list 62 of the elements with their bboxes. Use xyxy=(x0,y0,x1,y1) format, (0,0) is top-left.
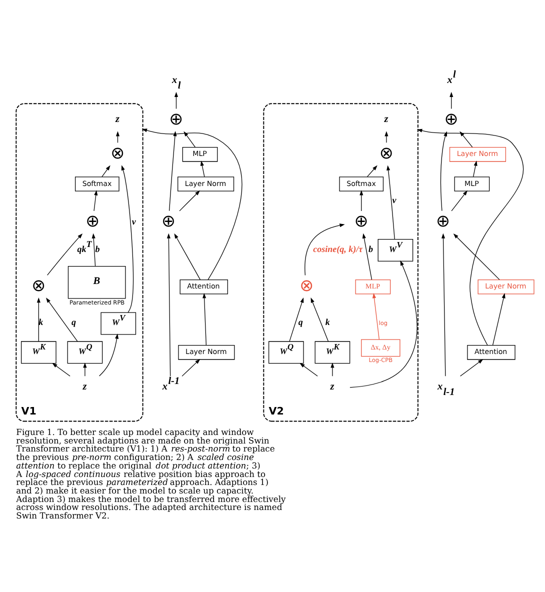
node-text: ⊗ xyxy=(32,274,46,294)
arrow xyxy=(182,358,200,376)
node-text: ⊕ xyxy=(436,210,450,230)
arrow xyxy=(200,160,205,177)
arrow xyxy=(99,333,119,376)
arrow xyxy=(441,232,446,376)
node-text: z xyxy=(115,114,120,125)
arrow xyxy=(52,362,70,376)
arrow xyxy=(330,362,334,376)
arrow xyxy=(202,292,206,345)
edge-label: k xyxy=(325,316,330,327)
arrow xyxy=(492,292,506,345)
arrow xyxy=(417,128,524,345)
edge-label: q xyxy=(298,316,303,327)
edge-label: b xyxy=(95,243,100,254)
arrow xyxy=(83,362,87,376)
node-text: ⊕ xyxy=(354,210,368,230)
node-text: ⊗ xyxy=(379,142,394,162)
node-text: ⊕ xyxy=(444,108,458,128)
edge-label: v xyxy=(392,194,396,204)
arrow xyxy=(386,164,395,240)
arrow xyxy=(300,362,318,376)
arrow xyxy=(450,91,454,109)
node-text: ⊕ xyxy=(161,210,176,230)
node-text: ⊕ xyxy=(169,108,184,128)
arrow xyxy=(360,190,364,211)
arrow xyxy=(289,297,304,342)
arrow xyxy=(166,232,171,376)
arrow xyxy=(453,233,500,280)
arrow xyxy=(46,297,78,342)
node-text: ⊗ xyxy=(300,274,314,294)
node-text: z xyxy=(384,114,388,125)
arrow xyxy=(174,91,178,109)
arrow xyxy=(440,130,448,211)
arrow xyxy=(460,358,484,376)
edge-label: v xyxy=(132,216,136,226)
arrow xyxy=(102,164,110,177)
arrow xyxy=(92,232,96,266)
arrow xyxy=(362,232,372,280)
arrow xyxy=(372,292,380,340)
arrow xyxy=(304,223,345,276)
node-text: ⊕ xyxy=(86,210,100,230)
arrow xyxy=(184,130,196,147)
arrow xyxy=(174,232,201,280)
edge-label: b xyxy=(368,243,373,254)
edge-label: q xyxy=(71,316,76,327)
node-text: ⊗ xyxy=(110,142,125,162)
arrow xyxy=(310,297,329,342)
arrow xyxy=(179,190,200,211)
arrow xyxy=(384,130,388,142)
arrow xyxy=(47,232,83,276)
arrow xyxy=(451,190,468,211)
caption: Figure 1. To better scale up model capacity and window resolution, several adaptions are made on the original Swin Transformer architecture (V1): 1) A res-post-norm to replace the previous pre-norm configuration; 2) A scaled cosine attention to replace the original dot product attention; 3) A log-spaced continuous relative position bias approach to replace the previous parameterized approach. Adaptions 1) and 2) make it easier for the model to scale up capacity. Adaption 3) makes the model to be transferred more effectively across window resolutions. The adapted architecture is named Swin Transformer V2. xyxy=(16,426,286,520)
arrow xyxy=(472,160,478,177)
node-box: B xyxy=(68,265,126,298)
arrow xyxy=(366,164,378,177)
edge-label: cosine(q, k)/τ xyxy=(313,243,363,254)
node-text: z xyxy=(82,381,87,392)
node-text: z xyxy=(330,381,334,392)
arrow xyxy=(36,296,40,342)
arrow xyxy=(94,190,98,211)
arrow xyxy=(350,260,418,388)
